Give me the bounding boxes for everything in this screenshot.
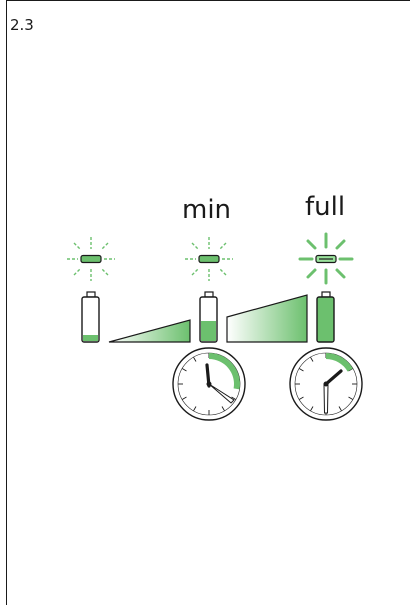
page-border-left xyxy=(6,0,7,605)
charge-indicator-1-icon xyxy=(67,237,115,281)
charge-ramp-1-shape xyxy=(108,319,191,343)
battery-low-icon xyxy=(81,291,100,343)
clock-full-icon xyxy=(289,347,363,421)
battery-medium-icon xyxy=(199,291,218,343)
charge-ramp-2-shape xyxy=(226,294,308,343)
min-label: min xyxy=(182,195,232,225)
battery-full-icon xyxy=(316,291,335,343)
charge-indicator-2-icon xyxy=(185,237,233,281)
full-label: full xyxy=(305,192,346,222)
section-number: 2.3 xyxy=(10,16,34,34)
charge-indicator-3-icon xyxy=(298,232,354,285)
page-border-top xyxy=(6,0,410,1)
clock-min-icon xyxy=(172,347,246,421)
